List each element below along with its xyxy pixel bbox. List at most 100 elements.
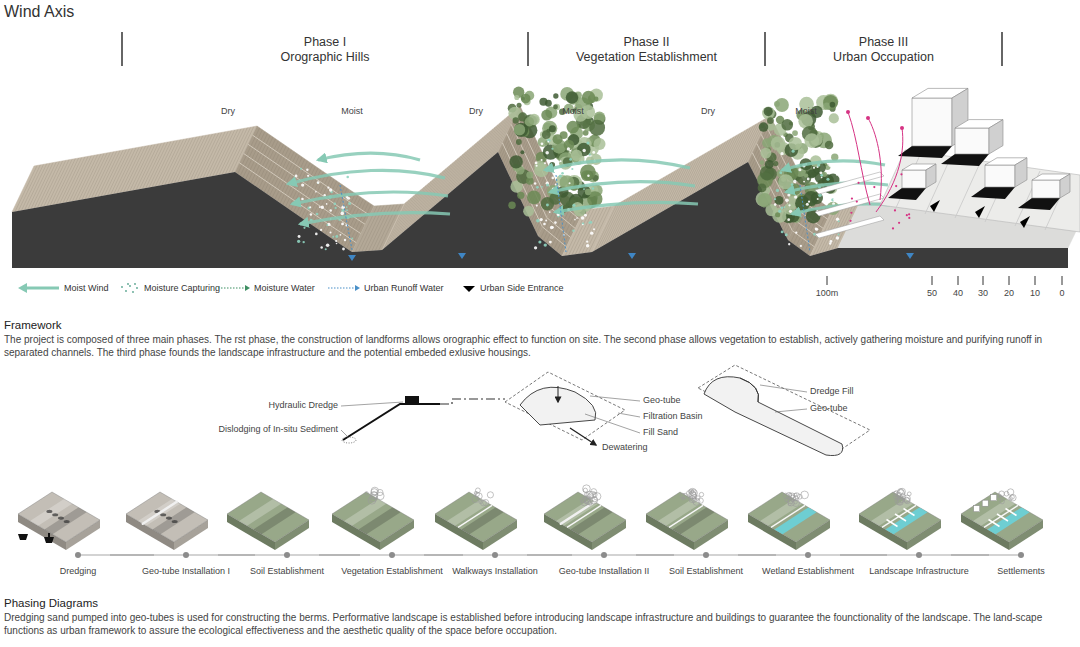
- phase-step: Vegetation Establishment: [360, 486, 424, 580]
- terrain-hatch: [278, 155, 300, 201]
- moisture-dot: [781, 206, 784, 209]
- terrain-hatch: [85, 153, 107, 199]
- scale-tick: [1062, 276, 1063, 285]
- moisture-dot: [828, 163, 832, 167]
- legend-label: Moisture Capturing: [144, 283, 220, 293]
- moisture-dot: [561, 172, 564, 175]
- thumbnail-infrastructure: [1006, 509, 1017, 516]
- thumbnail-tree: [793, 496, 798, 501]
- terrain-hatch: [111, 148, 133, 194]
- thumbnail-top: [332, 492, 414, 542]
- thumbnail-top: [544, 492, 626, 542]
- moisture-dot: [838, 233, 840, 235]
- phase-title: Phase II: [624, 35, 670, 50]
- tree-foliage: [765, 160, 774, 169]
- legend-item: Moist Wind: [18, 282, 109, 294]
- moisture-dot: [538, 240, 541, 243]
- moisture-dot: [557, 213, 560, 216]
- dredge-vessel: [405, 396, 419, 403]
- thumbnail-tree: [586, 498, 593, 505]
- tree-foliage: [807, 169, 816, 178]
- moisture-dot: [334, 207, 336, 209]
- moisture-dot: [316, 213, 319, 216]
- terrain-hatch: [146, 142, 168, 188]
- legend-label: Moisture Water: [254, 283, 315, 293]
- urban-entrance: [975, 206, 985, 218]
- moisture-zone: Moist: [341, 106, 363, 117]
- moisture-dot: [347, 197, 350, 200]
- legend-moisture-dot: [132, 291, 134, 293]
- terrain-hatch: [47, 160, 69, 206]
- thumbnail-tree: [801, 491, 809, 499]
- thumbnail-top: [961, 492, 1043, 542]
- scale-tick: [983, 276, 984, 285]
- terrain-hatch: [79, 154, 101, 200]
- timeline-connector: [424, 554, 463, 555]
- terrain-hatch: [510, 132, 532, 178]
- terrain-hatch: [162, 139, 184, 185]
- moisture-dot: [326, 224, 328, 226]
- part-label: Dislodging of In-situ Sediment: [218, 424, 338, 435]
- timeline-dot: [284, 552, 290, 558]
- tree-foliage: [589, 120, 605, 136]
- terrain-hatch: [120, 147, 142, 193]
- phase-thumbnail: [544, 485, 626, 550]
- pink-dot: [857, 182, 859, 184]
- moisture-dot: [826, 199, 829, 202]
- wind-arrow: [288, 170, 445, 184]
- moisture-dot: [549, 241, 552, 244]
- moisture-dot: [819, 171, 822, 174]
- moisture-dot: [776, 189, 779, 192]
- thumbnail-building: [991, 495, 997, 501]
- moisture-dot: [803, 181, 805, 183]
- building-shadow: [971, 187, 1015, 199]
- legend-moisture-dot: [136, 287, 138, 289]
- thumbnail-tree: [689, 491, 697, 499]
- moisture-dot: [572, 204, 575, 207]
- moisture-dot: [309, 206, 311, 208]
- building-shadow: [888, 188, 926, 200]
- moisture-dot: [317, 181, 320, 184]
- moisture-dot: [295, 175, 298, 178]
- terrain-hatch: [31, 163, 53, 209]
- wind-arrow: [300, 212, 450, 224]
- timeline-dot: [389, 552, 395, 558]
- pink-dot: [849, 220, 851, 222]
- thumbnail-tree: [483, 500, 489, 506]
- tree-foliage: [778, 174, 793, 189]
- tree-foliage: [549, 125, 556, 132]
- phase-title: Urban Occupation: [833, 50, 934, 65]
- scale-label: 50: [927, 288, 937, 299]
- building-shadow: [941, 154, 989, 166]
- runoff-line: [800, 185, 810, 252]
- geotube-end: [740, 378, 759, 402]
- moisture-dot: [544, 243, 547, 246]
- phase-divider: [121, 32, 123, 66]
- moisture-dot: [830, 240, 833, 243]
- legend-water-head: [355, 285, 360, 291]
- moisture-dot: [344, 239, 346, 241]
- terrain-step: [337, 218, 361, 234]
- moisture-dot: [315, 233, 318, 236]
- water-marker: [906, 253, 914, 259]
- moisture-dot: [788, 243, 790, 245]
- step-label: Geo-tube Installation I: [142, 566, 230, 576]
- tree-foliage: [762, 138, 772, 148]
- thumbnail-tree: [472, 496, 479, 503]
- terrain-hatch: [243, 131, 265, 177]
- moisture-zone: Dry: [701, 106, 715, 117]
- tree-foliage: [580, 164, 596, 180]
- phase-step: Soil Establishment: [674, 486, 738, 580]
- terrain-hatch: [270, 150, 292, 196]
- moisture-dot: [541, 142, 544, 145]
- moisture-dot: [589, 154, 591, 156]
- moisture-dot: [327, 187, 329, 189]
- moisture-capture: [295, 139, 840, 251]
- scale-tick: [827, 276, 828, 285]
- phase-step: Walkways Installation: [463, 486, 527, 580]
- moisture-dot: [588, 222, 590, 224]
- tree-foliage: [517, 192, 524, 199]
- terrain-hatch: [136, 144, 158, 190]
- leader-line: [618, 413, 640, 417]
- legend-wind-head: [18, 283, 27, 293]
